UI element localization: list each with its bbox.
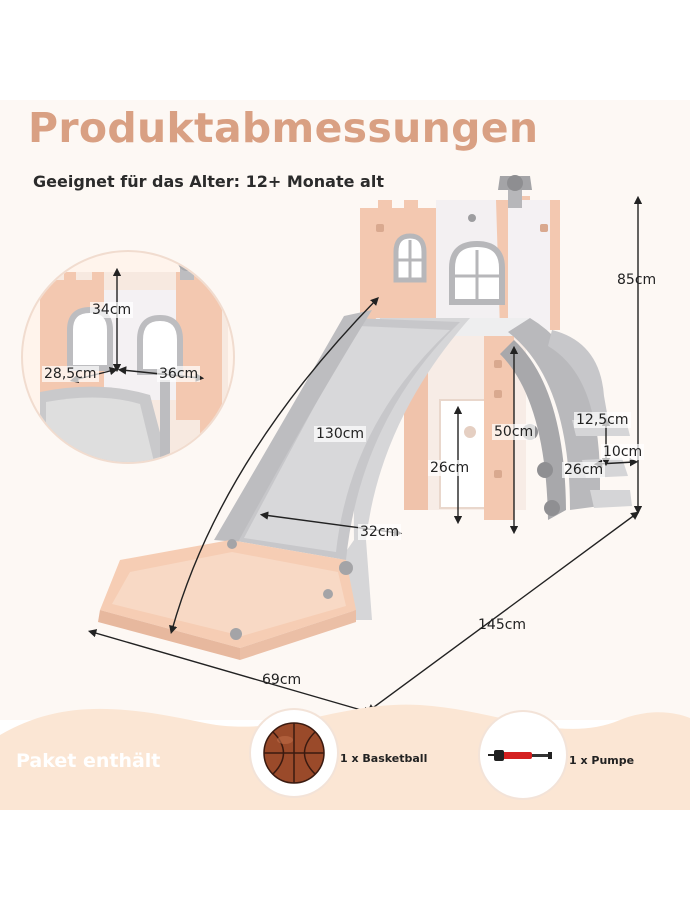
slide-length-label: 130cm <box>314 426 367 442</box>
total-length-label: 145cm <box>478 617 527 633</box>
pump-label: 1 x Pumpe <box>569 754 635 767</box>
pump-circle <box>480 712 566 798</box>
climb-height-label: 50cm <box>492 424 536 440</box>
step-height-label: 12,5cm <box>574 412 631 428</box>
pump-icon <box>488 750 552 761</box>
tower-width-label: 36cm <box>157 366 201 382</box>
tower-zoom-inset <box>21 250 235 464</box>
package-label: Paket enthält <box>16 750 161 772</box>
tower-depth-label: 28,5cm <box>42 366 99 382</box>
age-subtitle: Geeignet für das Alter: 12+ Monate alt <box>33 172 384 191</box>
tower-height-label: 34cm <box>90 302 134 318</box>
step-gap-label: 10cm <box>601 444 645 460</box>
basketball-circle <box>251 710 337 796</box>
slide-width-label: 32cm <box>358 524 402 540</box>
tower <box>360 175 560 520</box>
door-height-label: 26cm <box>428 460 472 476</box>
basketball-icon <box>263 722 325 784</box>
total-width-label: 69cm <box>262 672 302 688</box>
total-height-label: 85cm <box>617 272 657 288</box>
page-title: Produktabmessungen <box>28 104 539 152</box>
basketball-label: 1 x Basketball <box>340 752 428 765</box>
step-width-label: 26cm <box>562 462 606 478</box>
